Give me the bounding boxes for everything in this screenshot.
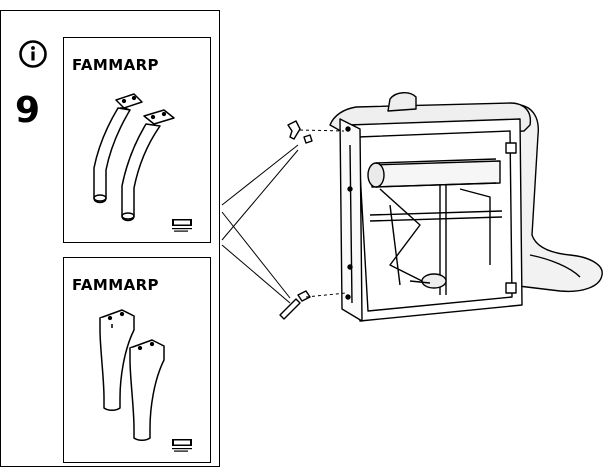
card-title: FAMMARP: [72, 56, 159, 74]
sofa-section-illustration: [279, 92, 603, 322]
step-number: 9: [15, 90, 41, 131]
brand-logo-icon: [172, 439, 192, 452]
curved-leg-pair-illustration: [93, 93, 175, 222]
card-title: FAMMARP: [72, 276, 159, 294]
instruction-panel: 9 FAMMARP: [0, 10, 220, 467]
product-card-straight-legs: FAMMARP: [63, 257, 211, 463]
product-card-curved-legs: FAMMARP: [63, 37, 211, 243]
straight-leg-pair-illustration: [99, 309, 165, 441]
info-icon: [19, 40, 47, 68]
brand-logo-icon: [172, 219, 192, 232]
